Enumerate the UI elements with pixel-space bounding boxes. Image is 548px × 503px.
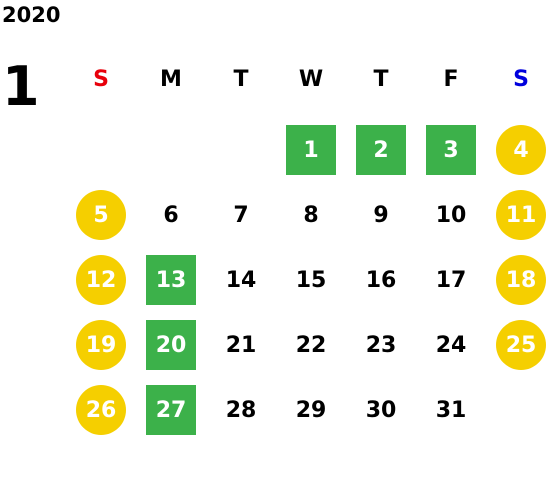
weekday-header: T	[373, 67, 389, 92]
calendar-day[interactable]: 13	[146, 255, 196, 305]
calendar-day[interactable]: 12	[76, 255, 126, 305]
calendar-day[interactable]: 3	[426, 125, 476, 175]
calendar-day[interactable]: 31	[435, 397, 467, 423]
calendar-day[interactable]: 29	[295, 397, 327, 423]
calendar-day[interactable]: 10	[435, 202, 467, 228]
weekday-header: S	[513, 67, 529, 92]
year-label: 2020	[2, 3, 61, 27]
calendar-day[interactable]: 22	[295, 332, 327, 358]
calendar-day[interactable]: 18	[496, 255, 546, 305]
calendar-day[interactable]: 19	[76, 320, 126, 370]
weekday-header: W	[298, 67, 324, 92]
calendar-day[interactable]: 4	[496, 125, 546, 175]
weekday-header: F	[443, 67, 459, 92]
calendar-day[interactable]: 8	[303, 202, 319, 228]
calendar-day[interactable]: 6	[163, 202, 179, 228]
calendar-day[interactable]: 15	[295, 267, 327, 293]
calendar-day[interactable]: 23	[365, 332, 397, 358]
calendar-day[interactable]: 20	[146, 320, 196, 370]
calendar-day[interactable]: 9	[373, 202, 389, 228]
calendar-day[interactable]: 5	[76, 190, 126, 240]
calendar-day[interactable]: 14	[225, 267, 257, 293]
calendar-day[interactable]: 30	[365, 397, 397, 423]
calendar-day[interactable]: 7	[233, 202, 249, 228]
calendar-day[interactable]: 17	[435, 267, 467, 293]
calendar-day[interactable]: 21	[225, 332, 257, 358]
weekday-header: S	[93, 67, 109, 92]
calendar-day[interactable]: 26	[76, 385, 126, 435]
calendar-day[interactable]: 1	[286, 125, 336, 175]
weekday-header: T	[233, 67, 249, 92]
calendar-day[interactable]: 27	[146, 385, 196, 435]
calendar-day[interactable]: 2	[356, 125, 406, 175]
calendar-day[interactable]: 24	[435, 332, 467, 358]
month-label: 1	[2, 55, 40, 118]
calendar-day[interactable]: 28	[225, 397, 257, 423]
calendar-day[interactable]: 16	[365, 267, 397, 293]
weekday-header: M	[160, 67, 182, 92]
calendar-day[interactable]: 11	[496, 190, 546, 240]
calendar-day[interactable]: 25	[496, 320, 546, 370]
